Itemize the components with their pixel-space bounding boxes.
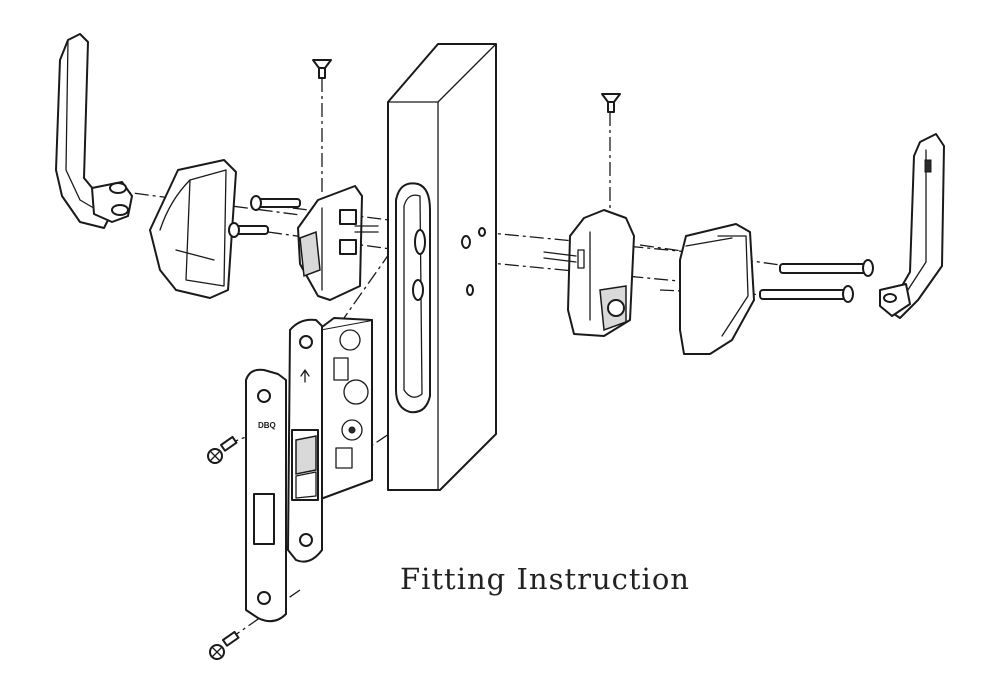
strike-screw-upper <box>207 435 238 464</box>
left-handle-mechanism <box>297 185 379 301</box>
right-escutcheon-cover <box>679 223 755 355</box>
left-mounting-screws <box>228 195 301 238</box>
mortise-lock-body <box>317 317 373 501</box>
strike-plate: DBQ <box>245 368 287 623</box>
strike-screw-lower <box>209 630 240 660</box>
right-handle-mechanism <box>543 209 635 337</box>
right-lever-handle <box>879 133 945 319</box>
door-slab <box>387 43 497 491</box>
left-escutcheon-cover <box>149 159 237 299</box>
diagram-caption: Fitting Instruction <box>400 562 690 596</box>
right-mounting-screws <box>759 259 874 303</box>
mortise-front-plate <box>287 318 323 563</box>
plate-marking: DBQ <box>258 421 276 430</box>
top-screw-left <box>312 59 332 79</box>
left-lever-handle <box>55 33 133 229</box>
top-screw-right <box>601 93 621 113</box>
